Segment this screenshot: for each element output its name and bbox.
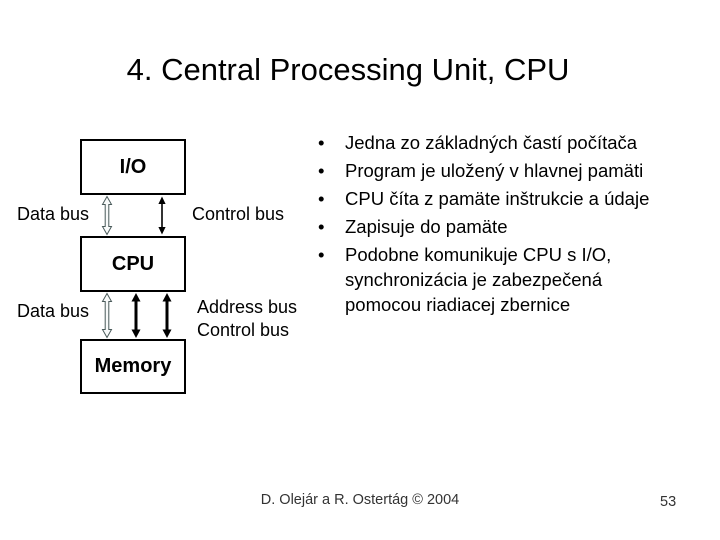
- data-bus-label-cpu-memory: Data bus: [17, 301, 90, 321]
- bullet-text: Program je uložený v hlavnej pamäti: [345, 160, 644, 181]
- control-bus-arrow-cpu-memory: [162, 293, 172, 338]
- bullet-text: Podobne komunikuje CPU s I/O, synchroniz…: [345, 244, 612, 315]
- footer-credit: D. Olejár a R. Ostertág © 2004: [260, 492, 460, 508]
- cpu-box-label: CPU: [111, 252, 155, 275]
- bullet-item: • Zapisuje do pamäte: [318, 214, 708, 239]
- bullet-list: • Jedna zo základných častí počítača • P…: [318, 130, 708, 320]
- data-bus-label-io-cpu: Data bus: [17, 204, 90, 224]
- bullet-item: • Podobne komunikuje CPU s I/O, synchron…: [318, 242, 708, 317]
- io-box: I/O: [80, 139, 186, 195]
- bullet-marker: •: [318, 216, 325, 237]
- cpu-box: CPU: [80, 236, 186, 292]
- control-bus-label-cpu-memory: Control bus: [197, 320, 290, 340]
- bullet-item: • Jedna zo základných častí počítača: [318, 130, 708, 155]
- control-bus-arrow-io-cpu: [158, 196, 166, 235]
- bullet-text: Jedna zo základných častí počítača: [345, 132, 638, 153]
- address-bus-arrow-cpu-memory: [131, 293, 141, 338]
- page-number: 53: [660, 494, 677, 510]
- bullet-marker: •: [318, 244, 325, 265]
- address-bus-label-cpu-memory: Address bus: [197, 297, 298, 317]
- bullet-item: • CPU číta z pamäte inštrukcie a údaje: [318, 186, 708, 211]
- bullet-text: CPU číta z pamäte inštrukcie a údaje: [345, 188, 650, 209]
- slide-title: 4. Central Processing Unit, CPU: [126, 52, 570, 87]
- io-box-label: I/O: [119, 155, 147, 178]
- bullet-text: Zapisuje do pamäte: [345, 216, 508, 237]
- bullet-item: • Program je uložený v hlavnej pamäti: [318, 158, 708, 183]
- data-bus-arrow-io-cpu: [101, 195, 113, 236]
- control-bus-label-io-cpu: Control bus: [192, 204, 285, 224]
- memory-box-label: Memory: [94, 355, 172, 377]
- bullet-marker: •: [318, 160, 325, 181]
- data-bus-arrow-cpu-memory: [101, 292, 113, 339]
- bullet-marker: •: [318, 188, 325, 209]
- memory-box: Memory: [80, 339, 186, 394]
- bullet-marker: •: [318, 132, 325, 153]
